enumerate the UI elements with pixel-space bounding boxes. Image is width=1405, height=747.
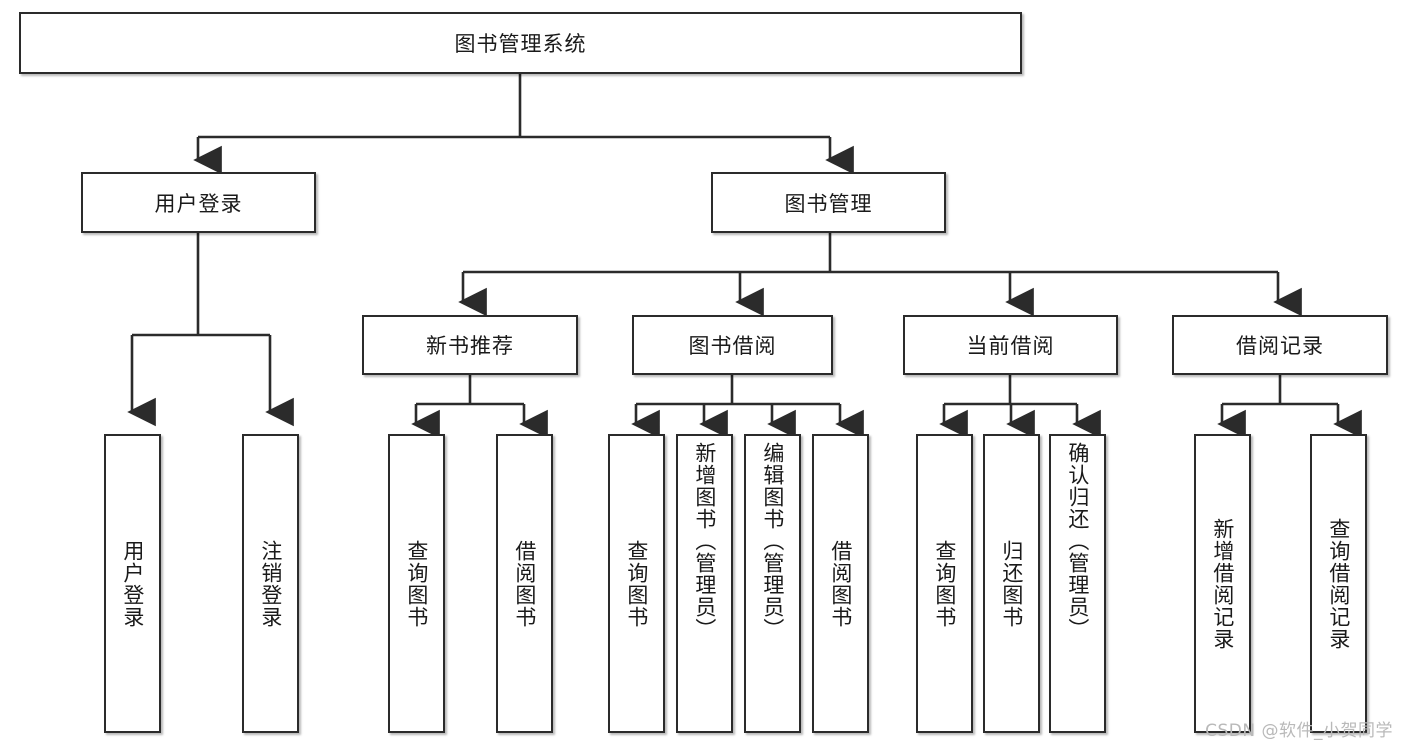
watermark: CSDN @软件_小贺同学 xyxy=(1205,721,1393,741)
leaf-label: 确认归还（管理员） xyxy=(1065,442,1090,640)
node-current-borrow[interactable]: 当前借阅 xyxy=(903,315,1118,375)
leaf-label: 查询图书 xyxy=(404,539,429,628)
node-root-label: 图书管理系统 xyxy=(454,32,587,56)
node-new-book-recommend-label: 新书推荐 xyxy=(426,334,514,358)
leaf-label: 借阅图书 xyxy=(828,539,853,628)
leaf-label: 归还图书 xyxy=(999,539,1024,628)
node-current-borrow-label: 当前借阅 xyxy=(966,334,1055,358)
leaf-new-book-query[interactable]: 查询图书 xyxy=(388,434,445,733)
leaf-label: 查询借阅记录 xyxy=(1326,517,1351,650)
leaf-label: 查询图书 xyxy=(932,539,957,628)
leaf-borrow-record-add[interactable]: 新增借阅记录 xyxy=(1194,434,1251,733)
leaf-label: 新增图书（管理员） xyxy=(692,442,717,640)
node-book-management[interactable]: 图书管理 xyxy=(711,172,946,233)
leaf-label: 用户登录 xyxy=(120,539,145,628)
leaf-book-borrow-lend[interactable]: 借阅图书 xyxy=(812,434,869,733)
leaf-label: 借阅图书 xyxy=(512,539,537,628)
leaf-borrow-record-query[interactable]: 查询借阅记录 xyxy=(1310,434,1367,733)
node-book-management-label: 图书管理 xyxy=(784,191,873,216)
leaf-user-login-signin[interactable]: 用户登录 xyxy=(104,434,161,733)
leaf-book-borrow-query[interactable]: 查询图书 xyxy=(608,434,665,733)
node-book-borrow-label: 图书借阅 xyxy=(688,334,777,358)
leaf-label: 查询图书 xyxy=(624,539,649,628)
leaf-book-borrow-edit[interactable]: 编辑图书（管理员） xyxy=(744,434,801,733)
leaf-current-borrow-return[interactable]: 归还图书 xyxy=(983,434,1040,733)
node-borrow-record[interactable]: 借阅记录 xyxy=(1172,315,1388,375)
leaf-label: 注销登录 xyxy=(258,539,283,628)
leaf-new-book-borrow[interactable]: 借阅图书 xyxy=(496,434,553,733)
node-user-login-label: 用户登录 xyxy=(154,191,243,216)
node-root[interactable]: 图书管理系统 xyxy=(19,12,1022,74)
node-user-login[interactable]: 用户登录 xyxy=(81,172,316,233)
leaf-label: 编辑图书（管理员） xyxy=(760,442,785,640)
node-borrow-record-label: 借阅记录 xyxy=(1236,334,1324,358)
node-book-borrow[interactable]: 图书借阅 xyxy=(632,315,833,375)
leaf-user-login-signout[interactable]: 注销登录 xyxy=(242,434,299,733)
leaf-current-borrow-query[interactable]: 查询图书 xyxy=(916,434,973,733)
node-new-book-recommend[interactable]: 新书推荐 xyxy=(362,315,578,375)
leaf-book-borrow-add[interactable]: 新增图书（管理员） xyxy=(676,434,733,733)
leaf-current-borrow-confirm-return[interactable]: 确认归还（管理员） xyxy=(1049,434,1106,733)
leaf-label: 新增借阅记录 xyxy=(1210,517,1235,650)
